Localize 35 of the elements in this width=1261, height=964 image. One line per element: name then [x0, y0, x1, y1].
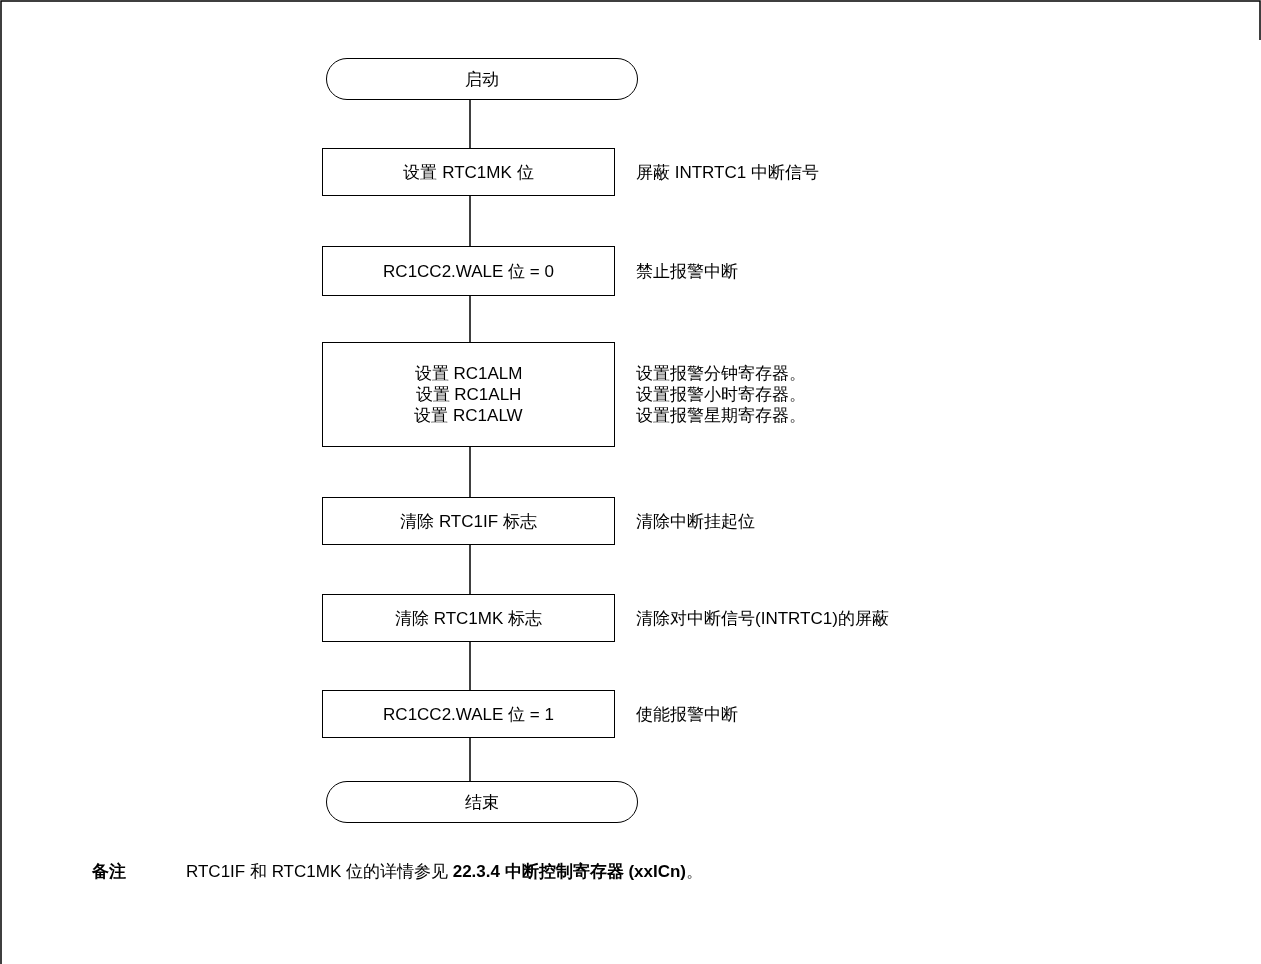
process-box — [322, 690, 615, 738]
connector-line — [469, 737, 471, 782]
process-box — [322, 148, 615, 196]
note-text: RTC1IF 和 RTC1MK 位的详情参见 22.3.4 中断控制寄存器 (xxICn)。 — [186, 861, 703, 882]
note-heading: 备注 — [92, 861, 126, 882]
step-text: RC1CC2.WALE 位 = 1 — [383, 703, 554, 725]
step-note: 设置报警分钟寄存器。 — [636, 363, 806, 384]
connector-line — [469, 446, 471, 498]
terminator-shape — [326, 781, 638, 823]
connector-line — [469, 544, 471, 595]
connector-line — [469, 99, 471, 149]
process-box — [322, 497, 615, 545]
step-text: 设置 RC1ALW — [414, 405, 523, 426]
step-text: 清除 RTC1IF 标志 — [400, 510, 537, 532]
step-note: 禁止报警中断 — [636, 260, 738, 282]
process-box — [322, 342, 615, 447]
step-note: 使能报警中断 — [636, 703, 738, 725]
step-note: 清除对中断信号(INTRTC1)的屏蔽 — [636, 607, 889, 629]
step-text: 设置 RTC1MK 位 — [403, 161, 534, 183]
connector-line — [469, 195, 471, 247]
connector-line — [469, 641, 471, 691]
terminator-shape — [326, 58, 638, 100]
step-text: RC1CC2.WALE 位 = 0 — [383, 260, 554, 282]
step-text: 设置 RC1ALM — [414, 363, 523, 384]
process-box — [322, 246, 615, 296]
step-text: 启动 — [465, 68, 499, 90]
step-note: 屏蔽 INTRTC1 中断信号 — [636, 161, 819, 183]
step-text: 结束 — [465, 791, 499, 813]
step-text: 设置 RC1ALH — [415, 384, 522, 405]
step-note: 设置报警小时寄存器。 — [636, 384, 806, 405]
process-box — [322, 594, 615, 642]
step-note: 设置报警星期寄存器。 — [636, 405, 806, 426]
step-note: 清除中断挂起位 — [636, 510, 755, 532]
step-text: 清除 RTC1MK 标志 — [394, 607, 542, 629]
connector-line — [469, 295, 471, 343]
